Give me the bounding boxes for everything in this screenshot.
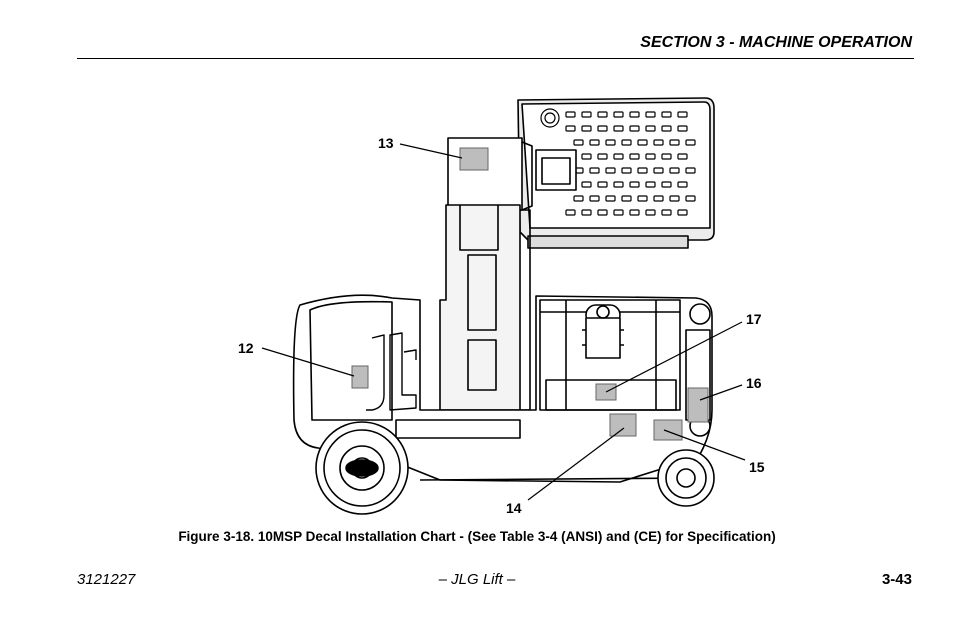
callout-13: 13 bbox=[378, 135, 394, 151]
page-number: 3-43 bbox=[881, 571, 912, 588]
decal-14 bbox=[609, 413, 637, 437]
figure-caption: Figure 3-18. 10MSP Decal Installation Ch… bbox=[178, 529, 776, 544]
leader-lines bbox=[261, 143, 746, 501]
caster-assembly bbox=[685, 303, 711, 437]
document-number: 3121227 bbox=[77, 571, 136, 588]
callout-17: 17 bbox=[746, 311, 762, 327]
callout-14: 14 bbox=[506, 500, 522, 516]
header-rule bbox=[77, 58, 914, 59]
publication-name: – JLG Lift – bbox=[438, 571, 516, 588]
decal-patches bbox=[351, 147, 709, 441]
pump-motor bbox=[582, 304, 624, 359]
machine-diagram: 13 12 14 15 16 17 bbox=[230, 90, 790, 520]
decal-16 bbox=[687, 387, 709, 423]
callout-16: 16 bbox=[746, 375, 762, 391]
decal-15 bbox=[653, 419, 683, 441]
front-wheel bbox=[315, 421, 409, 515]
decal-12 bbox=[351, 365, 369, 389]
callout-15: 15 bbox=[749, 459, 765, 475]
control-box bbox=[535, 149, 577, 191]
platform-grating bbox=[540, 108, 696, 216]
mast-column bbox=[439, 204, 531, 411]
jlg-shroud-graphic bbox=[366, 332, 417, 411]
section-header: SECTION 3 - MACHINE OPERATION bbox=[640, 34, 912, 51]
decal-13 bbox=[459, 147, 489, 171]
callout-12: 12 bbox=[238, 340, 254, 356]
rear-wheel bbox=[657, 449, 715, 507]
